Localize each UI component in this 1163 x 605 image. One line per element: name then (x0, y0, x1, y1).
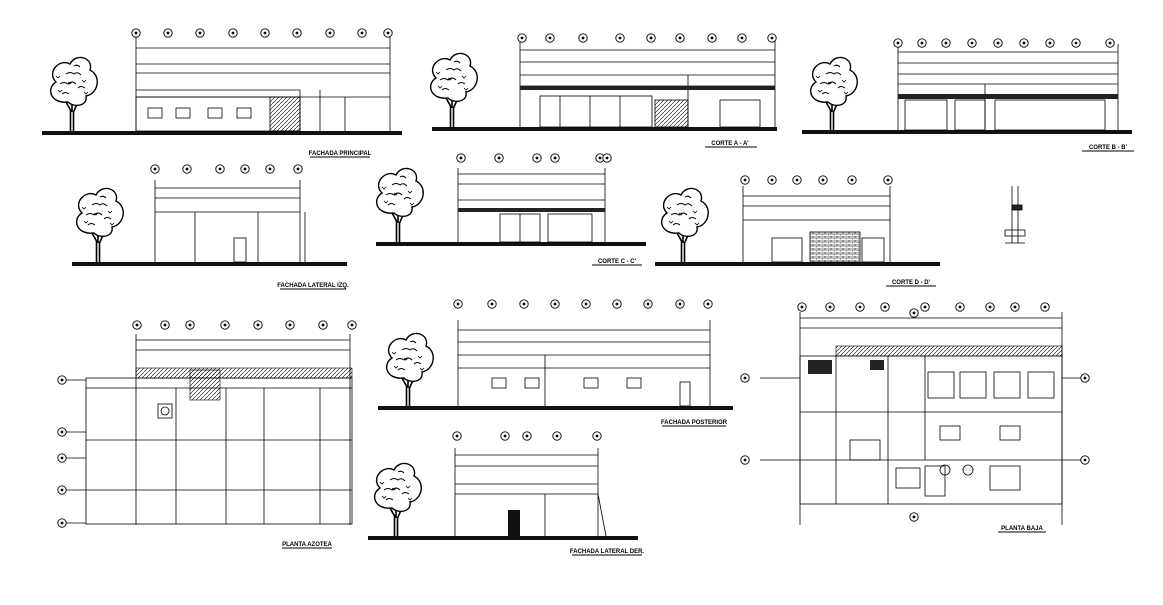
view-label: CORTE A - A' (711, 141, 749, 147)
view-corte-d: CORTE D - D' (655, 175, 940, 287)
ground-line (376, 242, 646, 246)
view-corte-c: CORTE C - C' (375, 153, 646, 266)
tree-icon (75, 187, 125, 264)
tree-icon (385, 332, 435, 409)
view-label: PLANTA AZOTEA (282, 542, 332, 548)
view-planta-azotea: PLANTA AZOTEA (57, 320, 357, 549)
ground-line (368, 536, 638, 540)
view-label: PLANTA BAJA (1001, 526, 1043, 532)
view-label: FACHADA PRINCIPAL (309, 151, 372, 157)
tree-icon (660, 187, 710, 264)
view-label: CORTE D - D' (892, 280, 931, 286)
view-corte-b: CORTE B - B' (802, 38, 1134, 152)
view-fachada-posterior: FACHADA POSTERIOR (378, 299, 733, 427)
view-label: FACHADA LATERAL DER. (570, 549, 645, 555)
ground-line (432, 127, 777, 131)
view-label: CORTE C - C' (598, 259, 637, 265)
ground-line (802, 130, 1132, 134)
view-corte-a: CORTE A - A' (429, 33, 777, 148)
tree-icon (429, 52, 479, 129)
view-fachada-lateral-izq: FACHADA LATERAL IZQ. (72, 164, 349, 290)
tree-icon (373, 462, 423, 539)
view-planta-baja: PLANTA BAJA (740, 302, 1090, 533)
view-label: FACHADA LATERAL IZQ. (277, 283, 349, 289)
ground-line (72, 262, 347, 266)
ground-line (655, 262, 940, 266)
detail-section (1004, 186, 1026, 244)
view-label: CORTE B - B' (1089, 145, 1128, 151)
tree-icon (49, 56, 99, 133)
ground-line (378, 406, 733, 410)
view-fachada-lateral-der: FACHADA LATERAL DER. (368, 431, 645, 556)
view-fachada-principal: FACHADA PRINCIPAL (42, 28, 402, 158)
view-label: FACHADA POSTERIOR (661, 420, 728, 426)
tree-icon (375, 167, 425, 244)
tree-icon (809, 56, 859, 133)
ground-line (42, 131, 402, 135)
